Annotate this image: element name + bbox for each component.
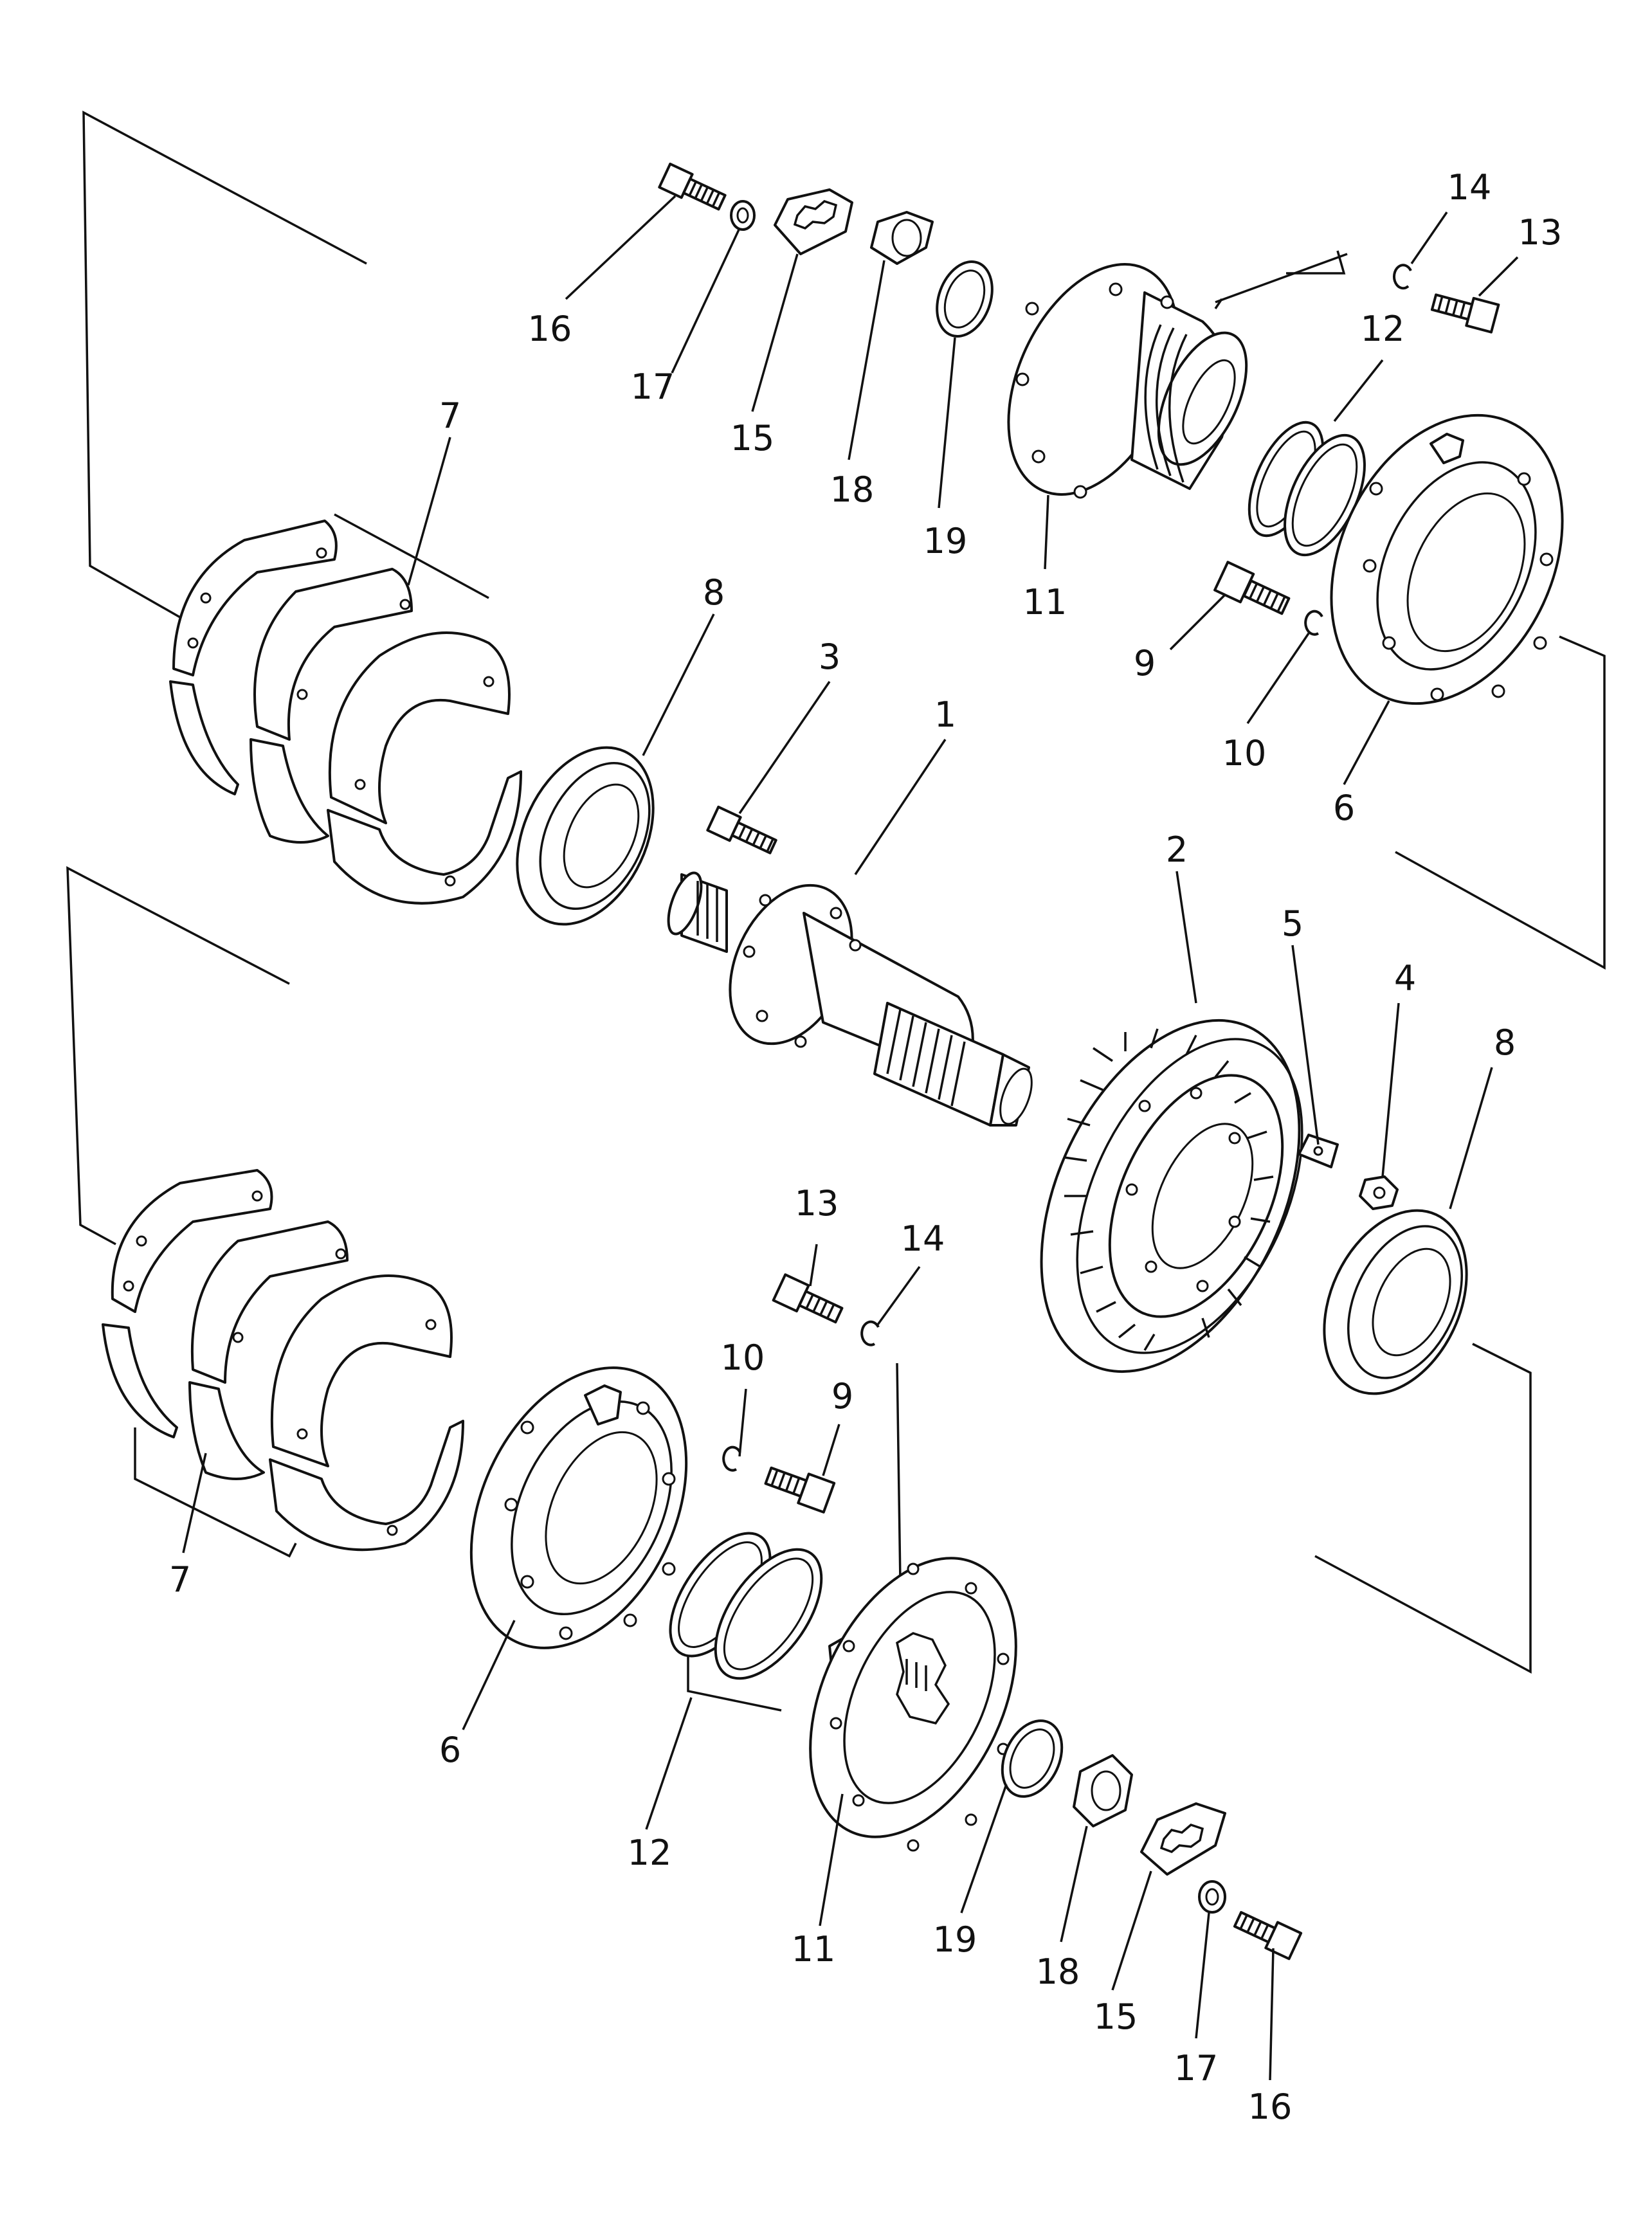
- callout-14-lower: 14: [901, 1218, 945, 1259]
- bolt-13-upper: [1430, 293, 1500, 334]
- bolt-9-upper: [1213, 561, 1291, 615]
- bearing-cage-11-upper: [1007, 263, 1248, 499]
- bolt-13-lower: [772, 1273, 844, 1324]
- callout-4: 4: [1394, 958, 1416, 999]
- bolt-3: [706, 805, 777, 855]
- group-bracket-lines: [66, 111, 1606, 1712]
- callout-18-upper: 18: [830, 469, 875, 510]
- washer-10-lower: [722, 1445, 741, 1472]
- callout-11-lower: 11: [792, 1929, 836, 1970]
- shims-7-upper: [169, 520, 522, 905]
- washer-17-lower: [1198, 1880, 1226, 1914]
- callout-8-upper: 8: [703, 572, 725, 613]
- bolt-16-lower: [1233, 1911, 1303, 1961]
- bolt-16-upper: [658, 162, 727, 211]
- o-rings-12-upper: [1248, 421, 1366, 557]
- callout-10-upper: 10: [1222, 733, 1267, 774]
- callout-7-lower: 7: [169, 1559, 191, 1600]
- housing-6-lower: [469, 1366, 688, 1649]
- callout-17-lower: 17: [1174, 2048, 1219, 2088]
- bearing-8-upper: [516, 746, 655, 926]
- bolt-9-lower: [764, 1466, 836, 1514]
- callout-3: 3: [819, 637, 840, 677]
- callout-12-lower: 12: [628, 1833, 672, 1873]
- callout-14-upper: 14: [1448, 167, 1492, 208]
- washer-17-upper: [730, 200, 756, 231]
- seal-19-upper: [936, 260, 994, 338]
- lock-plate-15-lower: [1140, 1802, 1226, 1876]
- callout-13-lower: 13: [795, 1183, 839, 1224]
- seal-19-lower: [1001, 1719, 1064, 1798]
- callout-16-lower: 16: [1248, 2087, 1293, 2127]
- callout-15-lower: 15: [1094, 1997, 1138, 2037]
- lock-plate-15-upper: [774, 188, 853, 255]
- callout-8-lower: 8: [1494, 1022, 1516, 1063]
- callout-6-upper: 6: [1333, 788, 1355, 828]
- nut-18-upper: [870, 211, 934, 265]
- callout-1: 1: [934, 694, 956, 735]
- washer-10-upper: [1304, 610, 1323, 636]
- housing-6-upper: [1330, 413, 1564, 705]
- nut-18-lower: [1073, 1754, 1133, 1827]
- callout-18-lower: 18: [1036, 1952, 1080, 1992]
- pinion-shaft-1: [667, 871, 1033, 1127]
- nut-4: [1359, 1175, 1399, 1210]
- callout-labels: 16 17 15 18 19 11 14 13 12 7 8 3 1 9 10 …: [169, 167, 1563, 2127]
- washer-14-lower: [860, 1320, 880, 1346]
- callout-19-upper: 19: [923, 521, 968, 561]
- callout-17-upper: 17: [631, 367, 675, 407]
- bearing-cage-11-lower: [809, 1557, 1017, 1852]
- callout-16-upper: 16: [528, 309, 572, 349]
- bearing-8-lower: [1323, 1209, 1468, 1395]
- callout-12-upper: 12: [1361, 309, 1405, 349]
- callout-11-upper: 11: [1023, 582, 1067, 622]
- bevel-gear-2: [1040, 1019, 1303, 1373]
- callout-10-lower: 10: [721, 1337, 765, 1378]
- o-rings-12-lower: [669, 1532, 823, 1680]
- callout-9-upper: 9: [1134, 643, 1156, 684]
- leader-lines: [182, 195, 1519, 2081]
- callout-19-lower: 19: [933, 1919, 977, 1960]
- shims-7-lower: [102, 1169, 464, 1552]
- callout-6-lower: 6: [439, 1730, 461, 1770]
- lock-5: [1298, 1134, 1339, 1168]
- callout-9-lower: 9: [831, 1376, 853, 1417]
- washer-14-upper: [1393, 264, 1412, 290]
- callout-5: 5: [1282, 903, 1303, 944]
- callout-7-upper: 7: [439, 395, 461, 436]
- callout-15-upper: 15: [731, 418, 775, 458]
- callout-13-upper: 13: [1518, 212, 1563, 253]
- callout-2: 2: [1166, 829, 1188, 870]
